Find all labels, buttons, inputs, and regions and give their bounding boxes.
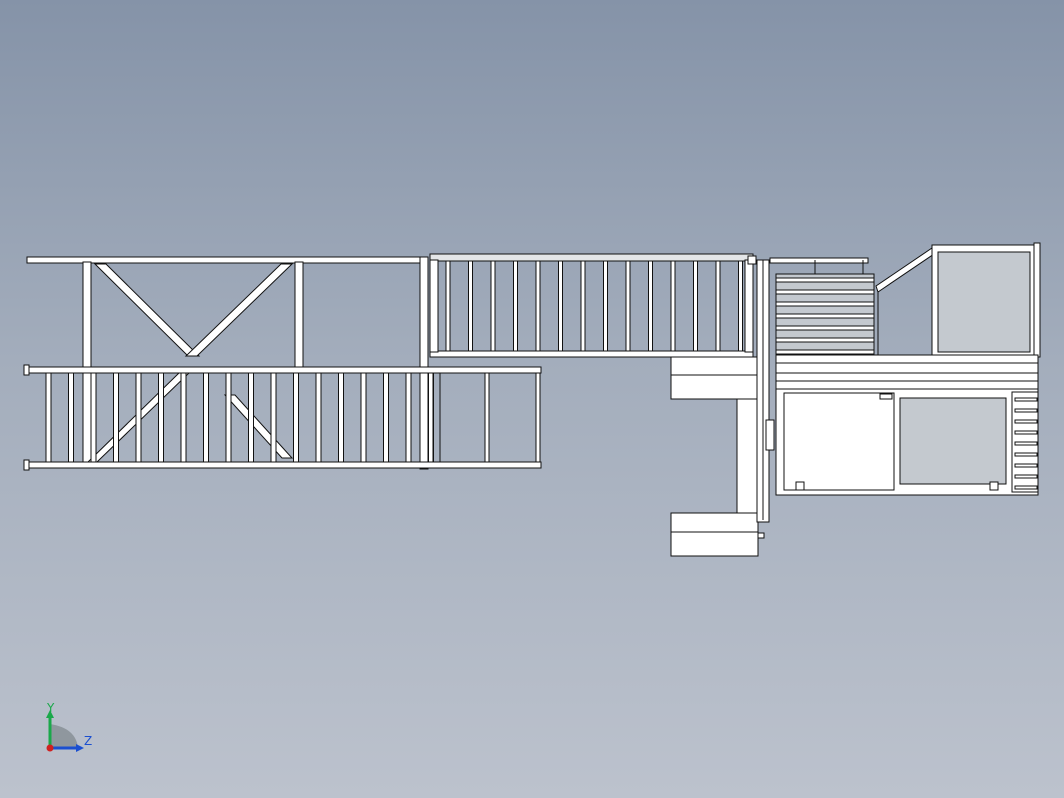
railing-picket	[445, 260, 451, 352]
ladder-rung	[158, 372, 164, 463]
ladder-rung	[360, 372, 367, 463]
louvre-slat	[1014, 419, 1038, 424]
railing-picket	[670, 260, 676, 352]
railing-picket	[738, 260, 743, 352]
louvre-slat	[1014, 463, 1038, 468]
stair-step	[775, 349, 875, 355]
z-axis-label: Z	[84, 734, 92, 748]
telescopic-ladder	[23, 364, 542, 471]
railing-picket	[468, 260, 473, 352]
railing-picket	[513, 260, 518, 352]
ladder-rung	[180, 372, 187, 463]
ladder-rung	[484, 372, 490, 463]
stair-step	[775, 289, 875, 295]
ladder-rung	[113, 372, 119, 463]
ladder-rung	[90, 372, 97, 463]
ladder-rung	[270, 372, 277, 463]
ladder-rung	[248, 372, 254, 463]
louvre-slat	[1014, 452, 1038, 457]
platform-cab	[769, 242, 1041, 496]
base-support	[670, 259, 775, 557]
railing-picket	[558, 260, 563, 352]
louvre-slat	[1014, 441, 1038, 446]
walkway-railing	[429, 253, 757, 358]
railing-picket	[490, 260, 496, 352]
axis-triad: Y Z	[46, 701, 92, 752]
stair-step	[775, 337, 875, 343]
triad-plane	[50, 724, 78, 748]
railing-picket	[625, 260, 631, 352]
stair-step	[775, 325, 875, 331]
y-axis-label: Y	[46, 701, 55, 715]
x-axis-icon	[46, 744, 54, 752]
ladder-rung	[225, 372, 232, 463]
railing-picket	[603, 260, 608, 352]
railing-picket	[648, 260, 653, 352]
railing-picket	[693, 260, 698, 352]
railing-picket	[580, 260, 586, 352]
ladder-rung	[203, 372, 209, 463]
ladder-rung	[68, 372, 74, 463]
ladder-rung	[315, 372, 322, 463]
ladder-rung	[45, 372, 52, 463]
ladder-rung	[535, 372, 541, 463]
ladder-rung	[383, 372, 389, 463]
louvre-slat	[1014, 408, 1038, 413]
railing-picket	[715, 260, 721, 352]
ladder-rung	[135, 372, 142, 463]
stair-step	[775, 313, 875, 319]
louvre-slat	[1014, 485, 1038, 490]
stair-step	[775, 277, 875, 283]
ladder-rung	[405, 372, 412, 463]
louvre-slat	[1014, 430, 1038, 435]
ladder-rung	[293, 372, 299, 463]
stair-step	[775, 301, 875, 307]
ladder-rung	[338, 372, 344, 463]
louvre-slat	[1014, 397, 1038, 402]
louvre-slat	[1014, 474, 1038, 479]
railing-picket	[535, 260, 541, 352]
